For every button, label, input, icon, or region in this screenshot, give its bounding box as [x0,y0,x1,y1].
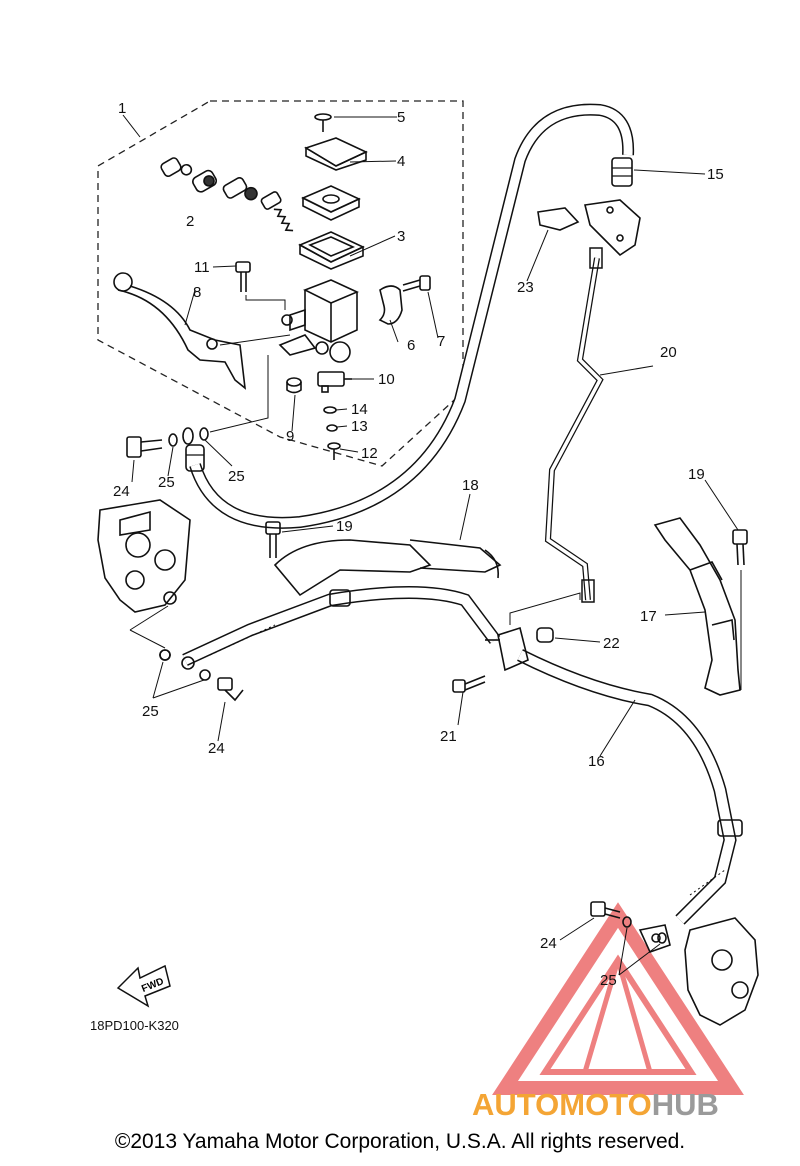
holder-bolt [402,275,431,292]
watermark-logo [492,902,744,1095]
bolt-19a [265,521,281,558]
callout-5: 5 [397,109,405,126]
union-bolt-24-top [126,427,209,458]
callout-20: 20 [660,344,677,361]
callout-3: 3 [397,228,405,245]
master-cylinder-body [278,279,359,363]
callout-13: 13 [351,418,368,435]
hose-guide-18 [273,539,502,597]
union-bolt-24-left [129,605,244,702]
piston-kit [160,157,294,232]
callout-12: 12 [361,445,378,462]
pivot-bolt [235,261,251,292]
callout-24c: 24 [540,935,557,952]
svg-text:AUTOMOTOHUB: AUTOMOTOHUB [472,1087,719,1122]
callout-9: 9 [286,428,294,445]
watermark-part-2: HUB [652,1087,719,1122]
callout-15: 15 [707,166,724,183]
callout-10: 10 [378,371,395,388]
union-bolt-24-right [590,901,667,944]
oring-14 [323,406,337,414]
joint-bracket [537,199,641,257]
brake-pipe-20 [544,247,604,603]
assembly-boundary [97,100,464,467]
fwd-arrow-icon: FWD [116,964,171,1008]
callout-6: 6 [407,337,415,354]
washer-13 [326,424,338,432]
brake-hose-15 [185,103,635,529]
leader-lines [122,114,739,976]
screw-12 [327,442,341,460]
callout-25c: 25 [142,703,159,720]
washer-9 [286,377,302,387]
cover-screw [314,113,332,132]
callout-14: 14 [351,401,368,418]
diaphragm-holder [301,185,361,213]
copyright-text: ©2013 Yamaha Motor Corporation, U.S.A. A… [114,1130,686,1153]
callout-18: 18 [462,477,479,494]
callout-2: 2 [186,213,194,230]
bolt-21 [452,675,486,693]
callout-25b: 25 [228,468,245,485]
callout-23: 23 [517,279,534,296]
brake-lever [113,272,247,390]
diagram-code: 18PD100-K320 [90,1018,179,1033]
hose-guide-17 [653,517,741,696]
watermark-part-1: AUTOMOTO [472,1087,652,1122]
callout-22: 22 [603,635,620,652]
three-way-joint [452,592,581,693]
callout-25a: 25 [158,474,175,491]
callout-11: 11 [194,259,210,276]
mc-holder [378,285,403,325]
callout-24b: 24 [208,740,225,757]
right-caliper [638,917,759,1026]
bolt-19b [732,529,748,690]
callout-16: 16 [588,753,605,770]
callout-labels: 1 2 3 4 5 6 7 8 9 10 11 12 13 14 15 16 1… [113,100,724,989]
callout-25d: 25 [600,972,617,989]
brake-switch [317,371,352,393]
callout-17: 17 [640,608,657,625]
brake-hose-16 [159,586,743,925]
callout-19b: 19 [688,466,705,483]
master-cylinder-parts [113,113,431,460]
callout-8: 8 [193,284,201,301]
callout-4: 4 [397,153,405,170]
callout-7: 7 [437,333,445,350]
callout-19a: 19 [336,518,353,535]
callout-24a: 24 [113,483,130,500]
watermark-text: AUTOMOTOHUB [472,1087,719,1122]
left-caliper [97,499,191,613]
callout-21: 21 [440,728,457,745]
callout-1: 1 [118,100,126,117]
